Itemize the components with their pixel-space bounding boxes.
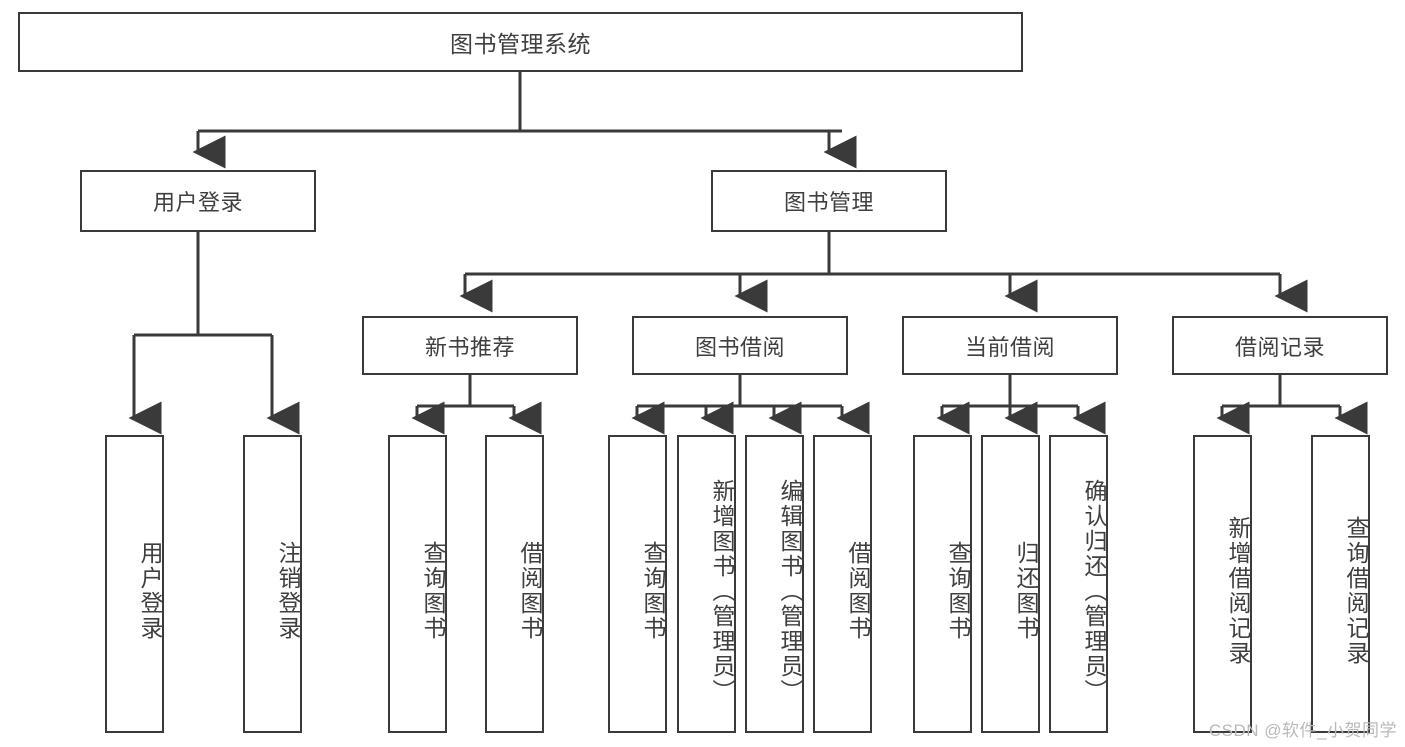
leaf-recommend-query-book[interactable]: 查询图书	[388, 435, 447, 733]
leaf-record-add-record[interactable]: 新增借阅记录	[1193, 435, 1252, 733]
node-label: 查询图书	[640, 541, 666, 641]
leaf-recommend-borrow-book[interactable]: 借阅图书	[485, 435, 544, 733]
leaf-user-logout[interactable]: 注销登录	[243, 435, 302, 733]
leaf-borrow-borrow-book[interactable]: 借阅图书	[813, 435, 872, 733]
leaf-user-login[interactable]: 用户登录	[105, 435, 164, 733]
leaf-current-confirm-return-admin[interactable]: 确认归还（管理员）	[1049, 435, 1108, 733]
node-book-borrow[interactable]: 图书借阅	[632, 316, 848, 375]
node-label: 当前借阅	[964, 334, 1055, 360]
leaf-borrow-query-book[interactable]: 查询图书	[608, 435, 667, 733]
node-label: 查询图书	[945, 541, 971, 641]
node-label: 查询借阅记录	[1343, 516, 1369, 666]
node-label: 新增图书（管理员）	[709, 478, 735, 704]
node-label: 新书推荐	[424, 334, 515, 360]
leaf-borrow-edit-book-admin[interactable]: 编辑图书（管理员）	[745, 435, 804, 733]
node-label: 查询图书	[420, 541, 446, 641]
node-label: 借阅记录	[1234, 334, 1325, 360]
node-root-system[interactable]: 图书管理系统	[18, 12, 1023, 72]
node-label: 确认归还（管理员）	[1081, 478, 1107, 704]
node-borrow-record[interactable]: 借阅记录	[1172, 316, 1388, 375]
node-user-login[interactable]: 用户登录	[80, 170, 316, 232]
node-label: 借阅图书	[845, 541, 871, 641]
node-label: 图书管理系统	[450, 31, 591, 57]
node-label: 借阅图书	[517, 541, 543, 641]
leaf-current-return-book[interactable]: 归还图书	[981, 435, 1040, 733]
node-new-book-recommend[interactable]: 新书推荐	[362, 316, 578, 375]
node-label: 用户登录	[152, 190, 243, 215]
node-label: 注销登录	[275, 541, 301, 641]
node-label: 图书借阅	[694, 334, 785, 360]
node-label: 新增借阅记录	[1225, 516, 1251, 666]
node-label: 图书管理	[783, 190, 874, 215]
node-book-management[interactable]: 图书管理	[711, 170, 947, 232]
leaf-current-query-book[interactable]: 查询图书	[913, 435, 972, 733]
leaf-record-query-record[interactable]: 查询借阅记录	[1311, 435, 1370, 733]
node-current-borrow[interactable]: 当前借阅	[902, 316, 1118, 375]
leaf-borrow-add-book-admin[interactable]: 新增图书（管理员）	[677, 435, 736, 733]
node-label: 用户登录	[137, 541, 163, 641]
node-label: 归还图书	[1013, 541, 1039, 641]
node-label: 编辑图书（管理员）	[777, 478, 803, 704]
csdn-watermark: CSDN @软件_小贺同学	[1208, 721, 1397, 740]
